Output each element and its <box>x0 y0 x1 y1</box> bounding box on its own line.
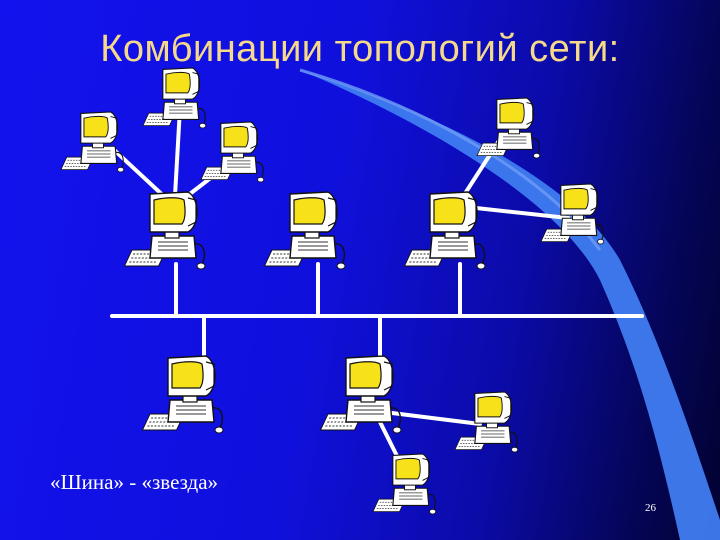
computer-icon <box>60 111 125 173</box>
star-link <box>110 146 170 202</box>
star-link <box>474 206 570 220</box>
computer-icon <box>200 121 265 183</box>
slide-title: Комбинации топологий сети: <box>100 28 620 70</box>
computer-icon <box>476 97 541 159</box>
computer-icon <box>123 191 206 270</box>
computer-icon <box>263 191 346 270</box>
computer-icon <box>141 355 224 434</box>
computer-icon <box>319 355 402 434</box>
computer-icon <box>403 191 486 270</box>
decorative-swoosh <box>300 70 720 540</box>
star-link <box>173 106 182 198</box>
star-link <box>382 410 482 426</box>
computer-icon <box>142 67 207 129</box>
page-number: 26 <box>645 502 656 514</box>
diagram-caption: «Шина» - «звезда» <box>50 470 219 494</box>
computer-icon <box>372 453 437 515</box>
